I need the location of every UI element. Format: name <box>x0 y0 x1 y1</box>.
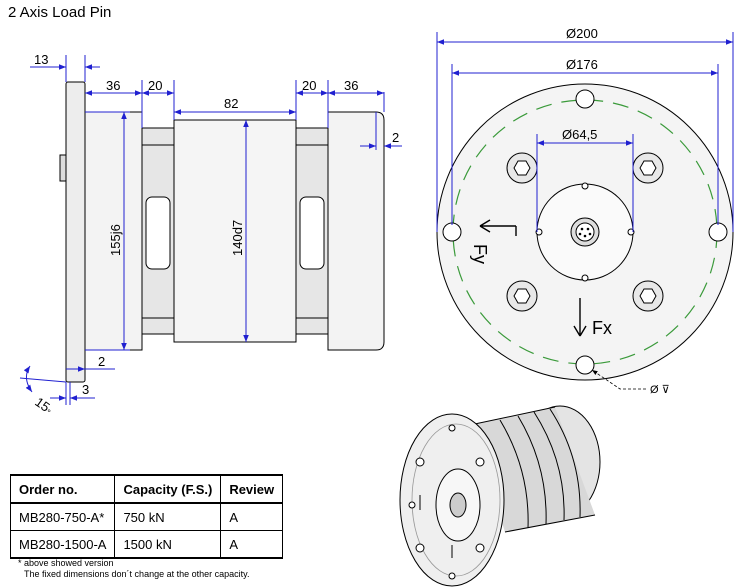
dim-pin-end-2: 36 <box>344 78 358 93</box>
header-capacity: Capacity (F.S.) <box>114 474 222 504</box>
table-row: MB280-1500-A 1500 kN A <box>9 530 284 559</box>
pin-center <box>173 119 297 343</box>
cell-order-no: MB280-750-A* <box>9 502 116 531</box>
hole-callout: Ø ⊽ <box>650 384 670 396</box>
isometric-view <box>399 405 601 587</box>
cell-capacity: 1500 kN <box>114 530 222 559</box>
force-indicators: Fy Fx <box>470 219 612 338</box>
front-dimensions: Ø200 Ø176 Ø64,5 Ø ⊽ <box>436 26 734 396</box>
cell-order-no: MB280-1500-A <box>9 530 116 559</box>
flange-boss <box>59 154 67 182</box>
hole-right <box>708 222 728 242</box>
bolt-top-right <box>632 152 664 184</box>
footnote-line-2: The fixed dimensions don´t change at the… <box>24 569 250 579</box>
hole-top <box>575 89 595 109</box>
dim-groove-1: 20 <box>148 78 162 93</box>
cell-review: A <box>220 502 284 531</box>
dim-pin-diameter: 155j6 <box>108 224 123 256</box>
side-dimensions: 13 36 20 82 20 36 2 155j6 140d7 2 <box>19 52 402 418</box>
strain-window-right <box>299 196 325 270</box>
bolt-bottom-right <box>632 280 664 312</box>
footnote-line-1: * above showed version <box>18 558 114 568</box>
hole-left <box>442 222 462 242</box>
table-header-row: Order no. Capacity (F.S.) Review <box>9 474 284 504</box>
bolt-bottom-left <box>506 280 538 312</box>
dim-pin-end-1: 36 <box>106 78 120 93</box>
flange-plate <box>65 81 86 383</box>
strain-window-left <box>145 196 171 270</box>
dim-groove-2: 20 <box>302 78 316 93</box>
table-row: MB280-750-A* 750 kN A <box>9 502 284 531</box>
header-order-no: Order no. <box>9 474 116 504</box>
dim-bottom-offset: 3 <box>82 382 89 397</box>
force-label-fy: Fy <box>470 244 490 264</box>
cell-capacity: 750 kN <box>114 502 222 531</box>
dim-outer-diameter: Ø200 <box>566 26 598 41</box>
drawing-title: 2 Axis Load Pin <box>8 4 112 21</box>
force-label-fx: Fx <box>592 318 612 338</box>
bolt-top-left <box>506 152 538 184</box>
footnote: * above showed version The fixed dimensi… <box>18 558 249 580</box>
pin-end-right <box>327 111 385 351</box>
front-view <box>436 83 734 381</box>
dim-flange-thickness: 13 <box>34 52 48 67</box>
dim-bottom-chamfer: 2 <box>98 354 105 369</box>
dim-end-chamfer: 2 <box>392 130 399 145</box>
cell-review: A <box>220 530 284 559</box>
header-review: Review <box>220 474 284 504</box>
dim-center-diameter: 140d7 <box>230 220 245 256</box>
dim-chamfer-angle: 15° <box>32 394 56 418</box>
side-view <box>59 81 385 383</box>
hole-bottom <box>575 355 595 375</box>
order-table: Order no. Capacity (F.S.) Review MB280-7… <box>9 474 284 559</box>
dim-bolt-circle: Ø176 <box>566 57 598 72</box>
dim-center-length: 82 <box>224 96 238 111</box>
dim-hub-diameter: Ø64,5 <box>562 127 597 142</box>
